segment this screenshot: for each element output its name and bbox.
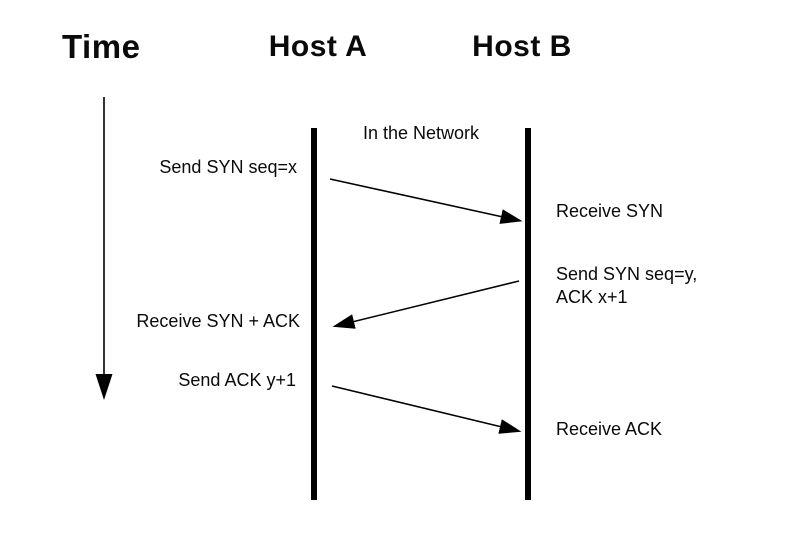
send-ack-label: Send ACK y+1 bbox=[178, 370, 296, 390]
receive-ack-label: Receive ACK bbox=[556, 419, 663, 439]
receive-syn-ack-label: Receive SYN + ACK bbox=[136, 311, 300, 331]
host-b-title: Host B bbox=[472, 30, 572, 63]
send-syn-label: Send SYN seq=x bbox=[159, 157, 297, 177]
host-a-title: Host A bbox=[268, 30, 368, 63]
lifeline-host-a bbox=[311, 128, 317, 500]
receive-syn-label: Receive SYN bbox=[556, 201, 664, 221]
in-the-network-label: In the Network bbox=[362, 123, 480, 143]
send-syn-ack-label: Send SYN seq=y, ACK x+1 bbox=[556, 264, 698, 307]
message-arrow-ack bbox=[331, 385, 522, 434]
time-axis-label: Time bbox=[62, 28, 141, 65]
message-arrow-syn-ack bbox=[332, 280, 520, 329]
message-arrow-syn bbox=[329, 178, 523, 224]
lifeline-host-b bbox=[525, 128, 531, 500]
